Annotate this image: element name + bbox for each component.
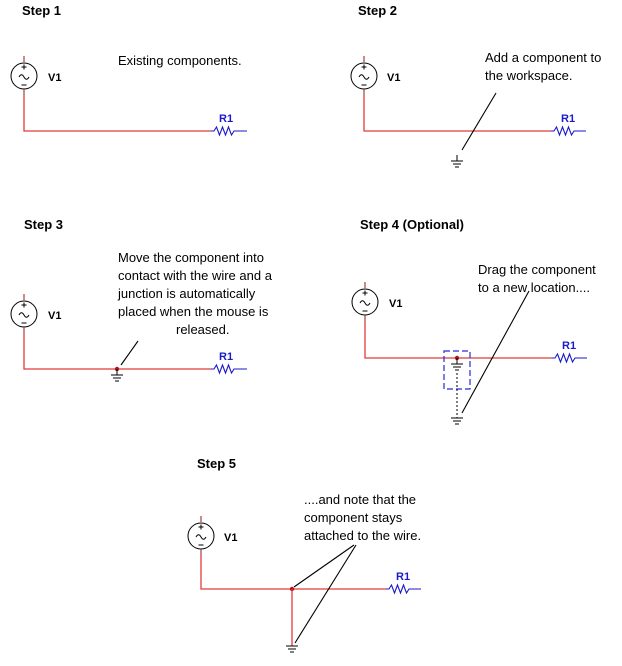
ac-source-symbol (10, 56, 38, 96)
source-label: V1 (389, 298, 402, 310)
ac-source-symbol (350, 56, 378, 96)
wire (23, 96, 211, 132)
caption-line: component stays (304, 510, 403, 525)
step-3-circuit: V1 R1 (10, 294, 247, 382)
resistor-label: R1 (219, 351, 233, 363)
resistor-label: R1 (561, 113, 575, 125)
step-3-title: Step 3 (24, 217, 63, 232)
step-4-title: Step 4 (Optional) (360, 217, 464, 232)
wire (363, 96, 551, 132)
ground-symbol (111, 369, 123, 382)
wire (23, 334, 211, 370)
step-4-circuit: V1 R1 (351, 282, 587, 425)
resistor-label: R1 (396, 571, 410, 583)
step-1-title: Step 1 (22, 3, 61, 18)
resistor-label: R1 (562, 340, 576, 352)
step-1-caption: Existing components. (118, 53, 242, 68)
wire (364, 322, 552, 359)
resistor-label: R1 (219, 113, 233, 125)
step-5-caption: ....and note that the component stays at… (304, 492, 421, 543)
caption-line: Existing components. (118, 53, 242, 68)
step-3-caption: Move the component into contact with the… (117, 250, 276, 337)
caption-line: ....and note that the (304, 492, 416, 507)
junction-dot (114, 366, 120, 372)
ground-symbol (286, 645, 298, 653)
source-label: V1 (48, 310, 61, 322)
step-5-circuit: V1 R1 (187, 516, 421, 653)
caption-line: Add a component to (485, 50, 601, 65)
ac-source-symbol (10, 294, 38, 334)
wire (200, 556, 386, 590)
pointer-line (120, 340, 139, 366)
caption-line: Move the component into (118, 250, 264, 265)
ac-source-symbol (187, 516, 215, 556)
step-2-caption: Add a component to the workspace. (485, 50, 605, 83)
caption-line: contact with the wire and a (118, 268, 273, 283)
caption-line: attached to the wire. (304, 528, 421, 543)
step-5-title: Step 5 (197, 456, 236, 471)
step-2-circuit: V1 R1 (350, 56, 586, 168)
caption-line: the workspace. (485, 68, 572, 83)
resistor-symbol (211, 363, 247, 375)
ac-source-symbol (351, 282, 379, 322)
caption-line: released. (176, 322, 229, 337)
pointer-line (461, 92, 497, 151)
step-2-title: Step 2 (358, 3, 397, 18)
caption-line: junction is automatically (117, 286, 256, 301)
resistor-symbol (551, 125, 586, 137)
pointer-line (294, 544, 357, 644)
ground-symbol (451, 155, 463, 168)
junction-dot (454, 355, 460, 361)
caption-line: placed when the mouse is (118, 304, 269, 319)
resistor-symbol (552, 352, 587, 364)
caption-line: to a new location.... (478, 280, 590, 295)
pointer-line (461, 290, 530, 414)
step-4-caption: Drag the component to a new location.... (478, 262, 599, 295)
ground-symbol (451, 417, 463, 425)
source-label: V1 (224, 532, 237, 544)
source-label: V1 (387, 72, 400, 84)
source-label: V1 (48, 72, 61, 84)
resistor-symbol (386, 583, 421, 595)
step-1-circuit: V1 R1 (10, 56, 247, 137)
caption-line: Drag the component (478, 262, 596, 277)
resistor-symbol (211, 125, 247, 137)
ground-symbol-ghost (451, 358, 463, 371)
pointer-line (293, 544, 355, 588)
